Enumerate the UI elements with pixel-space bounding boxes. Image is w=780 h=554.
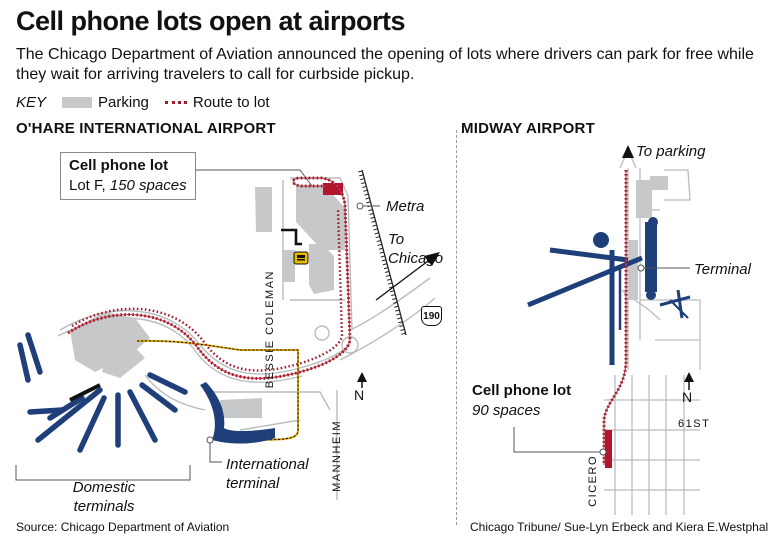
mannheim-label: MANNHEIM [331,420,343,492]
key-route-label: Route to lot [192,93,270,111]
midway-route [602,170,628,465]
parking-swatch [62,96,93,108]
international-terminal-shape [200,382,275,444]
ohare-roads [57,177,436,431]
interstate-190-shield: 190 [421,306,442,326]
key-parking-label: Parking [98,93,149,111]
metra-railway [358,169,407,337]
intro-text: The Chicago Department of Aviation annou… [16,46,754,83]
domestic-terminals-label: Domestic terminals [72,479,136,515]
map-key: KEY Parking Route to lot [16,92,270,112]
ohare-north-arrow [357,372,367,388]
61st-street-label: 61ST [678,418,711,430]
midway-terminal-shapes [527,217,691,365]
ohare-map [15,169,440,500]
source-credit: Source: Chicago Department of Aviation [16,520,230,534]
route-swatch [164,100,187,104]
international-terminal-label: International terminal [226,456,309,492]
midway-lot-title: Cell phone lot [472,382,572,399]
midway-cell-lot [605,430,612,468]
ohare-lot-spaces: 150 spaces [109,177,187,194]
ohare-lot-title: Cell phone lot [69,157,169,174]
cicero-label: CICERO [587,455,599,507]
key-title: KEY [16,93,47,111]
midway-map [513,145,701,515]
ohare-lot-name: Lot F, [69,177,110,194]
ohare-lot-detail: Lot F, 150 spaces [69,176,187,196]
ohare-route [67,176,352,380]
ohare-north-label: N [354,387,365,403]
midway-parking [628,176,668,300]
midway-north-label: N [682,389,693,405]
train-icon [293,251,309,265]
section-divider [456,130,457,525]
ohare-lot-callout: Cell phone lot Lot F, 150 spaces [60,152,196,200]
to-parking-label: To parking [636,143,706,160]
midway-heading: MIDWAY AIRPORT [461,120,595,137]
midway-north-arrow [684,372,694,390]
to-chicago-label: To Chicago [388,231,444,267]
ohare-cell-lot [323,183,343,195]
page-title: Cell phone lots open at airports [16,6,406,36]
ohare-parking [70,186,345,418]
ohare-heading: O'HARE INTERNATIONAL AIRPORT [16,120,276,137]
bessie-coleman-label: BESSIE COLEMAN [264,270,276,389]
midway-lot-callout: Cell phone lot 90 spaces [464,378,580,424]
midway-terminal-label: Terminal [694,261,751,278]
metra-label: Metra [386,198,425,215]
domestic-terminals [17,332,188,453]
midway-lot-detail: 90 spaces [472,402,541,419]
byline-credit: Chicago Tribune/ Sue-Lyn Erbeck and Kier… [470,520,769,534]
